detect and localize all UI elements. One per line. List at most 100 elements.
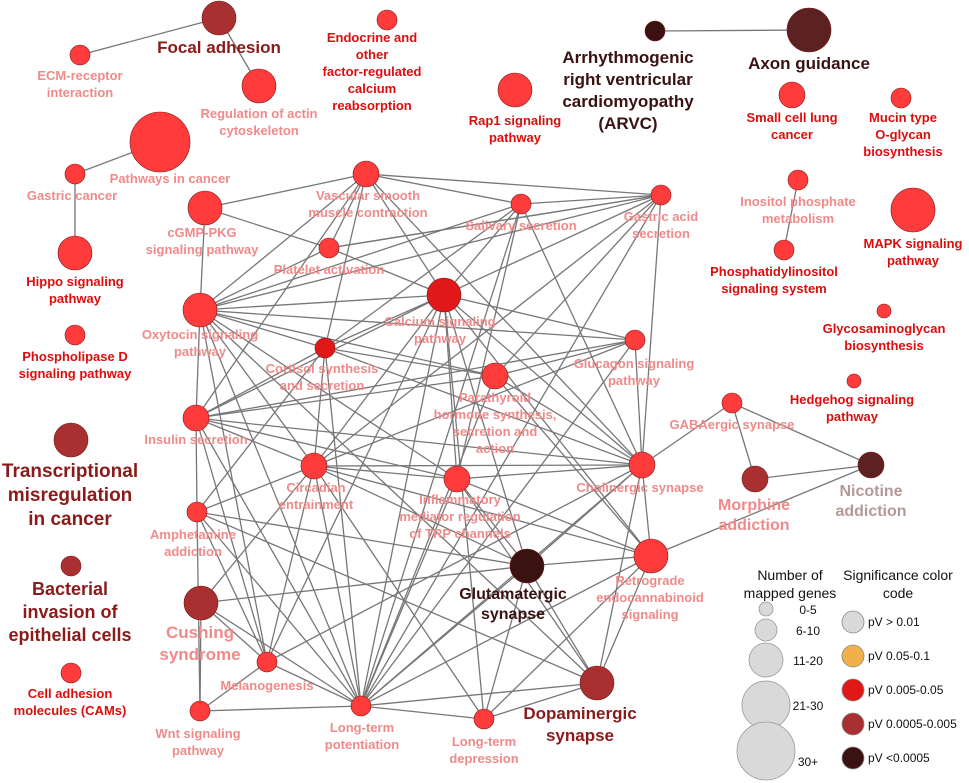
label-insulin: Insulin secretion xyxy=(144,432,247,447)
edge-glucagon-ltp xyxy=(360,339,636,707)
node-glucagon[interactable] xyxy=(624,329,646,351)
node-inflammatory[interactable] xyxy=(443,465,471,493)
legend-color-swatch xyxy=(841,644,865,668)
edge-platelet-gastric_acid xyxy=(328,194,662,249)
edge-cgmp-platelet xyxy=(204,207,330,249)
node-arvc[interactable] xyxy=(644,20,666,42)
node-endocrine[interactable] xyxy=(376,9,398,31)
edge-wnt-ltp xyxy=(199,705,362,712)
edge-insulin-cholinergic xyxy=(195,417,643,466)
node-ltp[interactable] xyxy=(350,695,372,717)
node-dopaminergic[interactable] xyxy=(579,665,615,701)
node-melanogenesis[interactable] xyxy=(256,651,278,673)
legend-size-circle xyxy=(736,721,796,781)
edge-parathyroid-ltp xyxy=(360,375,496,707)
legend-size-circle xyxy=(748,642,784,678)
node-bacterial[interactable] xyxy=(60,555,82,577)
node-parathyroid[interactable] xyxy=(481,362,509,390)
edge-vsmc-platelet xyxy=(328,173,367,249)
node-inositol[interactable] xyxy=(787,169,809,191)
edge-calcium-glutamatergic xyxy=(443,294,528,567)
node-pld[interactable] xyxy=(64,324,86,346)
edge-oxytocin-cortisol xyxy=(199,309,326,349)
node-transcriptional[interactable] xyxy=(53,422,89,458)
node-glutamatergic[interactable] xyxy=(509,548,545,584)
legend-size-label: 30+ xyxy=(798,755,818,769)
node-vsmc[interactable] xyxy=(352,160,380,188)
edge-vsmc-salivary xyxy=(365,173,522,205)
node-cholinergic[interactable] xyxy=(628,451,656,479)
node-pis[interactable] xyxy=(773,239,795,261)
edge-vsmc-oxytocin xyxy=(199,173,367,311)
node-platelet[interactable] xyxy=(318,237,340,259)
edge-calcium-inflammatory xyxy=(443,294,458,480)
node-mapk[interactable] xyxy=(890,187,936,233)
edge-calcium-cholinergic xyxy=(443,294,643,466)
legend-color-label: pV > 0.01 xyxy=(868,615,920,629)
edge-retrograde-dopaminergic xyxy=(596,555,652,684)
node-nicotine[interactable] xyxy=(857,451,885,479)
edge-salivary-ltp xyxy=(360,203,522,707)
node-calcium[interactable] xyxy=(426,277,462,313)
edge-salivary-cholinergic xyxy=(520,203,643,466)
node-cam[interactable] xyxy=(60,662,82,684)
node-cushing[interactable] xyxy=(183,585,219,621)
node-actin[interactable] xyxy=(241,68,277,104)
legend-color-swatch xyxy=(841,610,865,634)
node-gastric_acid[interactable] xyxy=(650,184,672,206)
edge-ltp-dopaminergic xyxy=(360,682,598,707)
node-oxytocin[interactable] xyxy=(182,292,218,328)
node-rap1[interactable] xyxy=(497,72,533,108)
edge-salivary-cortisol xyxy=(324,203,522,349)
edge-inflammatory-cholinergic xyxy=(456,464,643,480)
network-edges xyxy=(74,17,872,720)
edge-insulin-inflammatory xyxy=(195,417,458,480)
node-hedgehog[interactable] xyxy=(846,373,862,389)
node-circadian[interactable] xyxy=(300,452,328,480)
node-insulin[interactable] xyxy=(182,404,210,432)
edge-amphetamine-ltp xyxy=(196,511,362,707)
node-cgmp[interactable] xyxy=(187,190,223,226)
edge-amphetamine-dopaminergic xyxy=(196,511,598,684)
edge-inositol-pis xyxy=(783,179,799,251)
label-platelet: Platelet activation xyxy=(274,262,385,277)
edge-gastric_acid-calcium xyxy=(443,194,662,296)
legend-color-swatch xyxy=(841,678,865,702)
edge-insulin-melanogenesis xyxy=(195,417,268,663)
edge-ltp-ltd xyxy=(360,705,485,720)
edge-gastric_acid-oxytocin xyxy=(199,194,662,311)
node-cortisol[interactable] xyxy=(314,337,336,359)
node-sclc[interactable] xyxy=(778,81,806,109)
node-wnt[interactable] xyxy=(189,700,211,722)
node-ecm[interactable] xyxy=(69,44,91,66)
legend-size-label: 6-10 xyxy=(796,624,820,638)
node-retrograde[interactable] xyxy=(633,538,669,574)
node-mucin[interactable] xyxy=(890,87,912,109)
node-axon[interactable] xyxy=(786,7,832,53)
edge-insulin-circadian xyxy=(195,417,315,467)
edge-retrograde-nicotine xyxy=(650,464,872,557)
node-morphine[interactable] xyxy=(741,465,769,493)
node-ltd[interactable] xyxy=(473,708,495,730)
node-gaba[interactable] xyxy=(721,392,743,414)
node-pic[interactable] xyxy=(129,111,191,173)
edge-melanogenesis-ltp xyxy=(266,661,362,707)
node-focal[interactable] xyxy=(201,0,237,36)
node-gag[interactable] xyxy=(876,303,892,319)
node-salivary[interactable] xyxy=(510,193,532,215)
node-gastric_cancer[interactable] xyxy=(64,163,86,185)
node-hippo[interactable] xyxy=(57,235,93,271)
node-amphetamine[interactable] xyxy=(186,501,208,523)
